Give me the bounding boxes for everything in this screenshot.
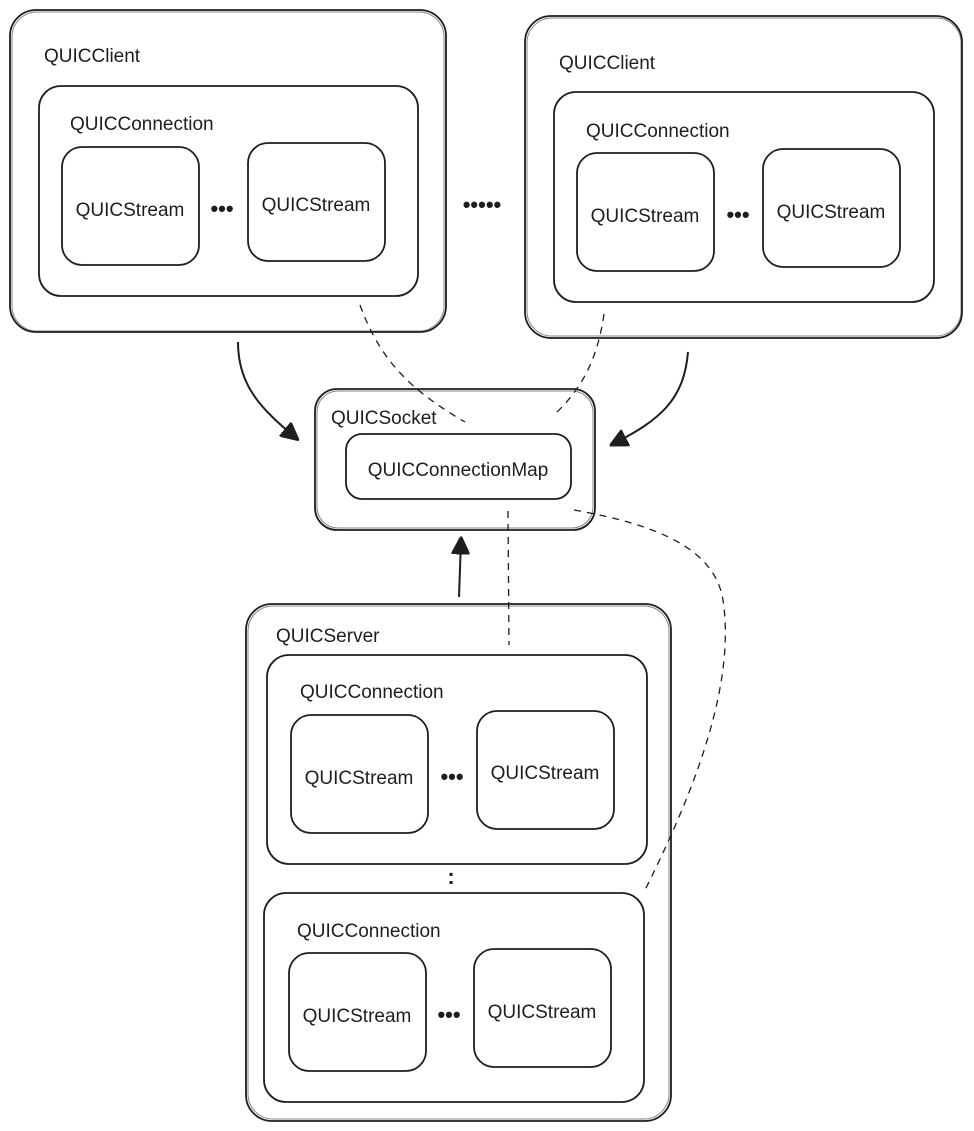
server-to-socket-arrow xyxy=(459,540,461,598)
server-connection-1-stream-2-box xyxy=(476,710,615,830)
client-2-connection-box xyxy=(553,91,935,303)
server-connection-1-stream-1-label: QUICStream xyxy=(305,768,414,789)
connection-map-label: QUICConnectionMap xyxy=(368,460,549,481)
client-1-connection-label: QUICConnection xyxy=(70,114,214,135)
server-label: QUICServer xyxy=(276,626,380,647)
server-connection-1-label: QUICConnection xyxy=(300,682,444,703)
server-connection-1-stream-1-box xyxy=(290,714,429,834)
server-connection-2-box xyxy=(263,892,645,1103)
client-2-connection: QUICConnection QUICStream ••• QUICStream xyxy=(553,91,935,303)
client-2-to-socket-arrow xyxy=(613,351,689,444)
client-2-stream-1-label: QUICStream xyxy=(591,206,700,227)
client-1: QUICClient QUICConnection QUICStream •••… xyxy=(9,9,447,333)
client-1-box xyxy=(9,9,447,333)
server-connections-ellipsis: : xyxy=(447,864,454,889)
client-2-stream-2-box xyxy=(762,148,901,268)
connection-map-box xyxy=(345,433,572,500)
server-connection-1-stream-2-label: QUICStream xyxy=(491,763,600,784)
server-connection-2-to-map-dashed xyxy=(573,509,726,891)
client-2-connection-label: QUICConnection xyxy=(586,121,730,142)
client-1-label: QUICClient xyxy=(44,46,141,67)
clients-ellipsis: ••••• xyxy=(463,192,502,217)
client-2-connection-to-map-dashed xyxy=(555,313,605,414)
server-connection-2: QUICConnection QUICStream ••• QUICStream xyxy=(263,892,645,1103)
client-1-stream-1-box xyxy=(61,146,200,266)
server-box xyxy=(245,603,672,1122)
socket-label: QUICSocket xyxy=(331,408,437,429)
client-1-connection-box xyxy=(38,85,419,297)
server: QUICServer QUICConnection QUICStream •••… xyxy=(245,603,672,1122)
client-2: QUICClient QUICConnection QUICStream •••… xyxy=(524,15,963,339)
server-connection-1: QUICConnection QUICStream ••• QUICStream xyxy=(266,654,648,865)
client-2-box xyxy=(524,15,963,339)
client-1-connection-to-map-dashed xyxy=(359,304,466,423)
server-connection-2-stream-1-box xyxy=(288,952,427,1072)
server-connection-2-stream-2-box xyxy=(473,948,612,1068)
client-2-label: QUICClient xyxy=(559,53,656,74)
socket: QUICSocket QUICConnectionMap xyxy=(314,388,596,531)
socket-box xyxy=(314,388,596,531)
server-connection-2-stream-1-label: QUICStream xyxy=(303,1006,412,1027)
server-connection-2-stream-2-label: QUICStream xyxy=(488,1002,597,1023)
client-2-stream-2-label: QUICStream xyxy=(777,202,886,223)
server-connection-2-label: QUICConnection xyxy=(297,921,441,942)
client-2-streams-ellipsis: ••• xyxy=(726,202,749,227)
server-connection-1-to-map-dashed xyxy=(507,510,510,646)
client-1-streams-ellipsis: ••• xyxy=(210,196,233,221)
client-1-to-socket-arrow xyxy=(237,341,296,438)
server-connection-1-streams-ellipsis: ••• xyxy=(440,764,463,789)
server-connection-2-streams-ellipsis: ••• xyxy=(437,1002,460,1027)
server-connection-1-box xyxy=(266,654,648,865)
client-1-stream-2-label: QUICStream xyxy=(262,195,371,216)
client-2-stream-1-box xyxy=(576,152,715,272)
client-1-stream-1-label: QUICStream xyxy=(76,200,185,221)
client-1-connection: QUICConnection QUICStream ••• QUICStream xyxy=(38,85,419,297)
client-1-stream-2-box xyxy=(247,142,386,262)
